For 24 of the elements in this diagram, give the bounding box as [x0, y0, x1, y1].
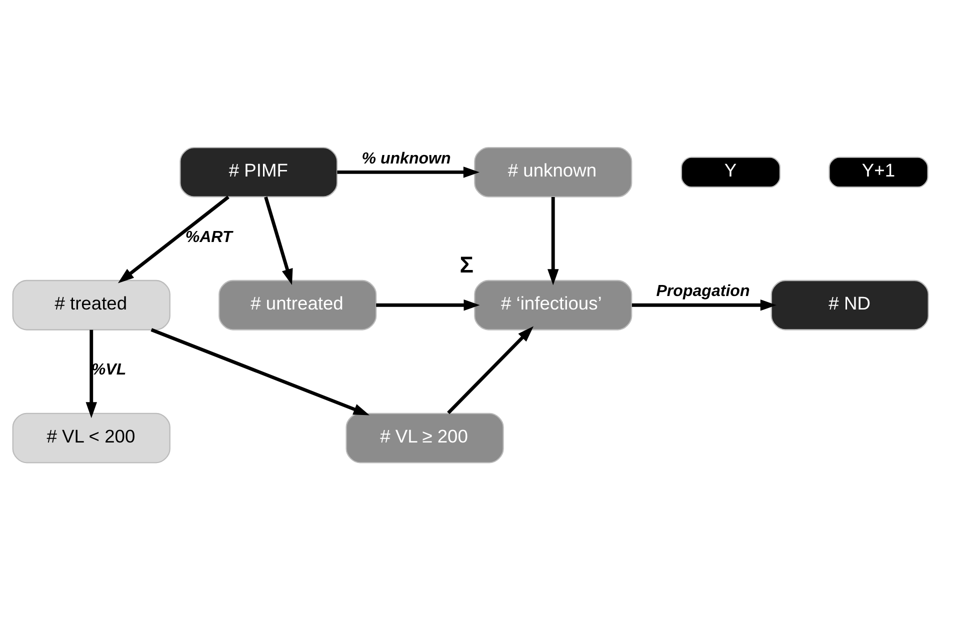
edge-label: Propagation — [656, 282, 750, 300]
edge-label: %VL — [91, 360, 126, 379]
node-box: # VL < 200 — [12, 412, 170, 464]
arrow — [548, 197, 559, 286]
node-box: # untreated — [218, 280, 377, 330]
arrow — [376, 300, 480, 311]
edge-label: % unknown — [362, 149, 451, 168]
arrow — [337, 166, 480, 178]
edge-label: %ART — [185, 228, 232, 246]
node-box: # treated — [12, 280, 170, 330]
node-label: Σ — [460, 251, 474, 278]
arrow — [86, 330, 97, 418]
arrow — [150, 328, 370, 416]
node-box: Y+1 — [828, 156, 928, 188]
node-box: # ‘infectious’ — [474, 280, 632, 330]
node-box: # PIMF — [180, 147, 338, 198]
arrow — [447, 326, 534, 414]
node-box: # VL ≥ 200 — [346, 412, 504, 464]
node-box: # unknown — [474, 147, 632, 198]
arrow — [118, 196, 230, 284]
node-box: Y — [680, 156, 781, 188]
arrow — [264, 196, 293, 286]
arrow — [632, 300, 776, 311]
node-box: # ND — [770, 280, 929, 330]
